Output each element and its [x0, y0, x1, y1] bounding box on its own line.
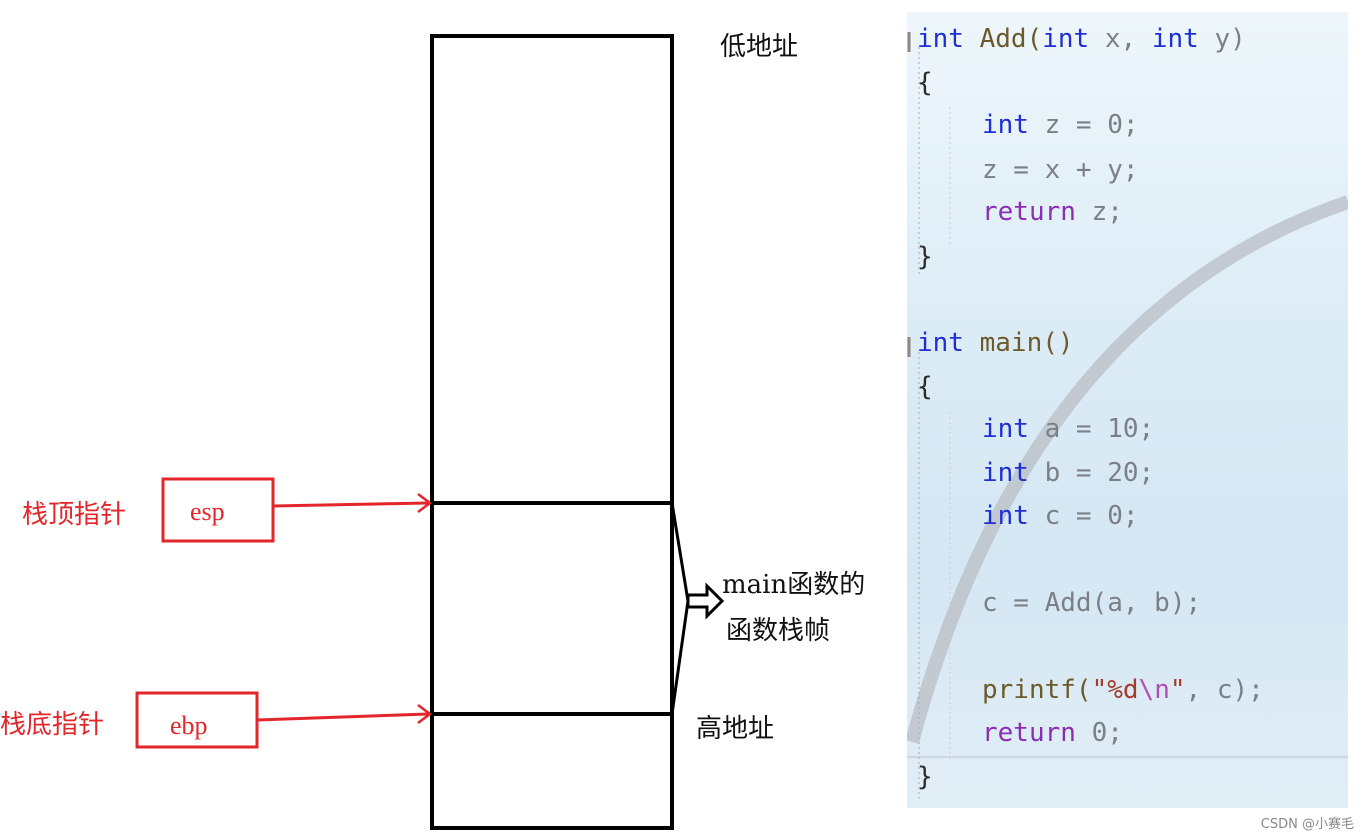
stack-box [432, 36, 672, 828]
code-line-main-close: } [917, 762, 933, 792]
code-line-add-1: int z = 0; [982, 110, 1139, 140]
code-line-main-open: { [917, 372, 933, 402]
main-frame-label-line2: 函数栈帧 [726, 610, 830, 647]
code-line-main-6: return 0; [982, 718, 1123, 748]
code-line-main-1: int a = 10; [982, 414, 1154, 444]
code-line-add-2: z = x + y; [982, 155, 1139, 185]
ebp-label: 栈底指针 [0, 704, 104, 741]
code-line-main-3: int c = 0; [982, 501, 1139, 531]
watermark: CSDN @小赛毛 [1261, 813, 1354, 832]
code-line-add-signature: int Add(int x, int y) [917, 24, 1246, 54]
esp-label: 栈顶指针 [22, 494, 126, 531]
code-line-main-4: c = Add(a, b); [982, 588, 1201, 618]
main-frame-label-line1: main函数的 [722, 564, 865, 601]
code-line-main-2: int b = 20; [982, 458, 1154, 488]
frame-bracket-bottom [672, 601, 688, 714]
high-address-label: 高地址 [696, 708, 774, 745]
code-line-add-open: { [917, 68, 933, 98]
code-line-main-5: printf("%d\n", c); [982, 675, 1264, 705]
code-panel: int Add(int x, int y) { int z = 0; z = x… [907, 12, 1348, 808]
frame-arrow [688, 586, 722, 616]
ebp-register: ebp [170, 711, 208, 741]
low-address-label: 低地址 [720, 26, 798, 63]
code-line-main-signature: int main() [917, 328, 1074, 358]
frame-bracket-top [672, 503, 688, 601]
code-line-add-3: return z; [982, 197, 1123, 227]
esp-arrow-line [273, 503, 428, 506]
esp-register: esp [190, 497, 225, 527]
code-line-add-close: } [917, 242, 933, 272]
ebp-arrow-line [257, 714, 428, 720]
